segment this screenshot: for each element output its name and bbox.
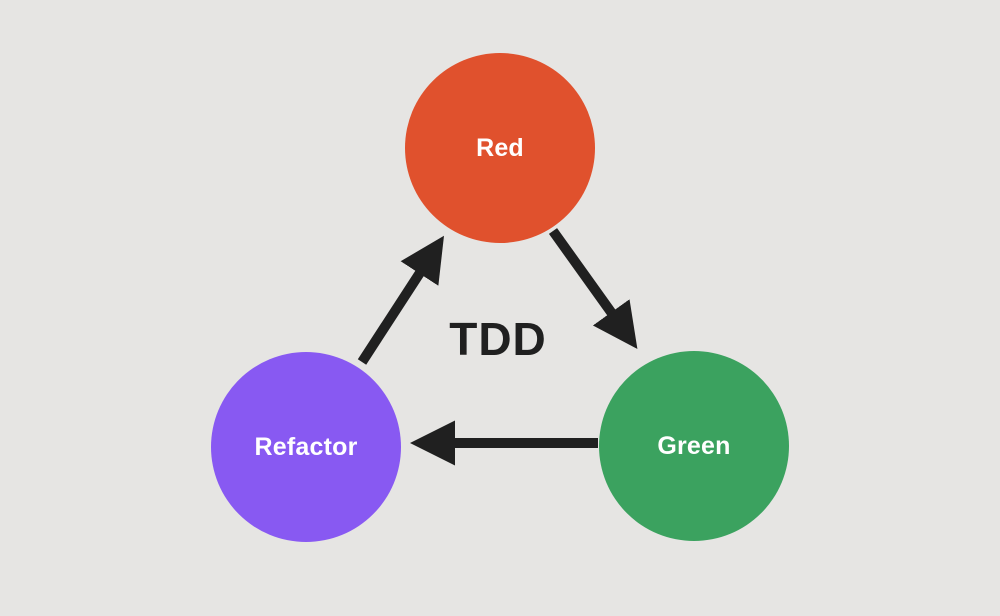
node-refactor-label: Refactor: [254, 432, 358, 461]
node-green: Green: [599, 351, 789, 541]
node-red-label: Red: [476, 133, 524, 162]
node-red: Red: [405, 53, 595, 243]
arrow-refactor-to-red: [357, 235, 444, 365]
diagram-title: TDD: [449, 313, 547, 365]
arrow-red-to-green: [548, 228, 638, 349]
node-green-label: Green: [657, 431, 731, 460]
node-refactor: Refactor: [211, 352, 401, 542]
